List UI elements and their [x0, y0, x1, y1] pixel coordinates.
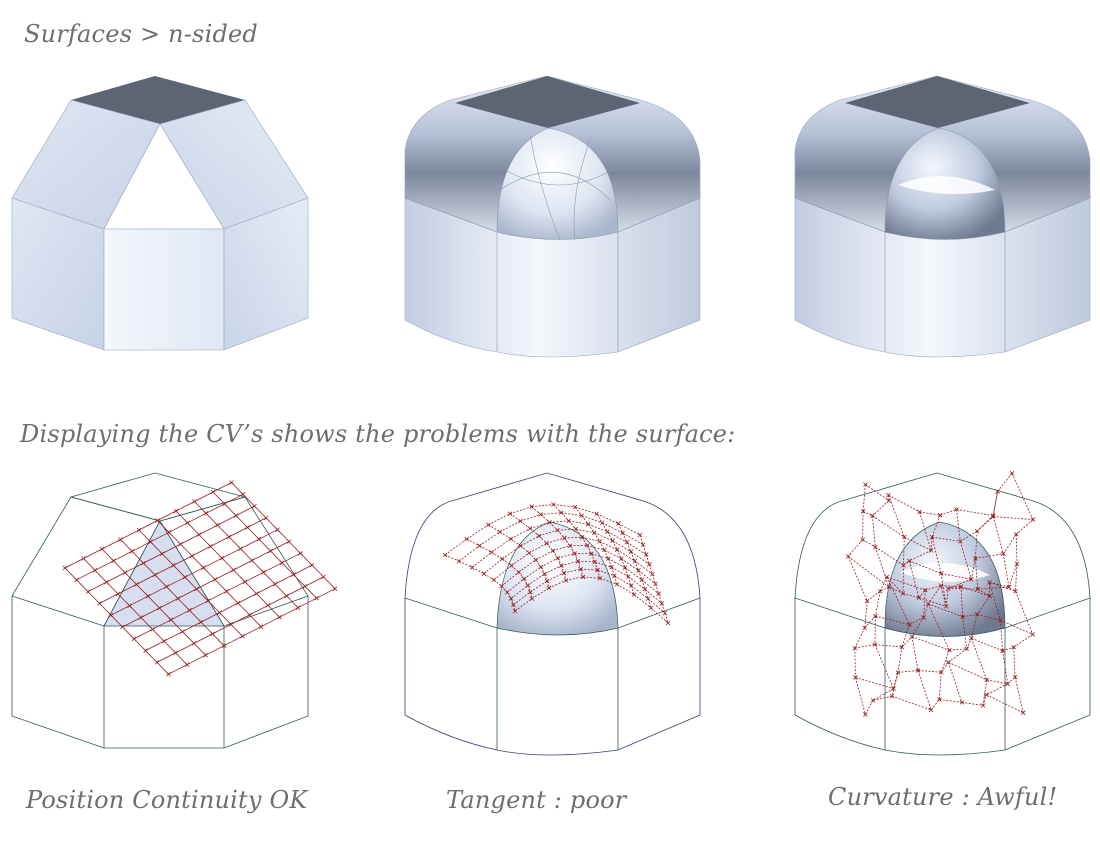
chamfered-cube-shaded: [11, 76, 309, 351]
caption-curvature: Curvature : Awful!: [828, 783, 1058, 811]
page-title: Surfaces > n-sided: [24, 20, 258, 48]
cv-grid-tangent: [442, 502, 671, 626]
caption-position: Position Continuity OK: [26, 786, 308, 814]
rounded-cube-curvature-shaded: [794, 75, 1091, 358]
tangent-dome-patch: [496, 521, 619, 636]
cv-grid-position: [62, 480, 338, 677]
cv-grid-curvature: [845, 471, 1036, 717]
section-subtitle: Displaying the CV’s shows the problems w…: [20, 420, 736, 448]
rounded-cube-wireframe-curvature: [794, 472, 1091, 756]
curvature-dome-highlight: [900, 562, 990, 582]
caption-tangent: Tangent : poor: [446, 786, 627, 814]
chamfered-cube-wireframe: [11, 472, 309, 749]
rounded-cube-wireframe-tangent: [404, 472, 701, 756]
rounded-cube-tangent-shaded: [404, 75, 701, 358]
